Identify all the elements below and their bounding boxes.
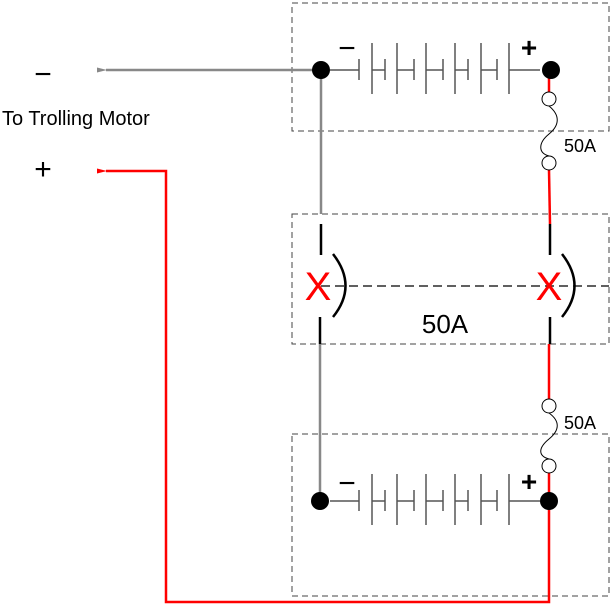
positive-wire-b <box>547 169 552 225</box>
fuse-bottom-label: 50A <box>564 413 596 433</box>
battery-icon <box>330 43 540 94</box>
breaker-box <box>291 213 610 345</box>
positive-output-wire <box>106 171 551 604</box>
terminal-node <box>542 61 560 79</box>
fuse-icon <box>540 398 558 474</box>
breaker-label: 50A <box>422 309 469 339</box>
terminal-node <box>312 61 330 79</box>
breaker-mark: X <box>536 265 563 309</box>
fuse-top-label: 50A <box>564 136 596 156</box>
bottom-battery-minus: − <box>338 467 356 500</box>
destination-label: To Trolling Motor <box>2 108 150 130</box>
negative-terminal-label: − <box>34 58 52 91</box>
top-battery-box <box>291 2 610 132</box>
terminal-node <box>540 492 558 510</box>
top-battery-minus: − <box>338 32 356 65</box>
terminal-node <box>311 492 329 510</box>
bottom-battery-box <box>291 433 610 597</box>
circuit-breaker-icon <box>318 224 347 344</box>
fuse-icon <box>540 91 558 171</box>
positive-terminal-label: + <box>34 153 52 186</box>
top-battery-plus: + <box>521 32 537 63</box>
bottom-battery-plus: + <box>521 466 537 497</box>
breaker-mark: X <box>305 265 332 309</box>
battery-icon <box>330 474 540 525</box>
